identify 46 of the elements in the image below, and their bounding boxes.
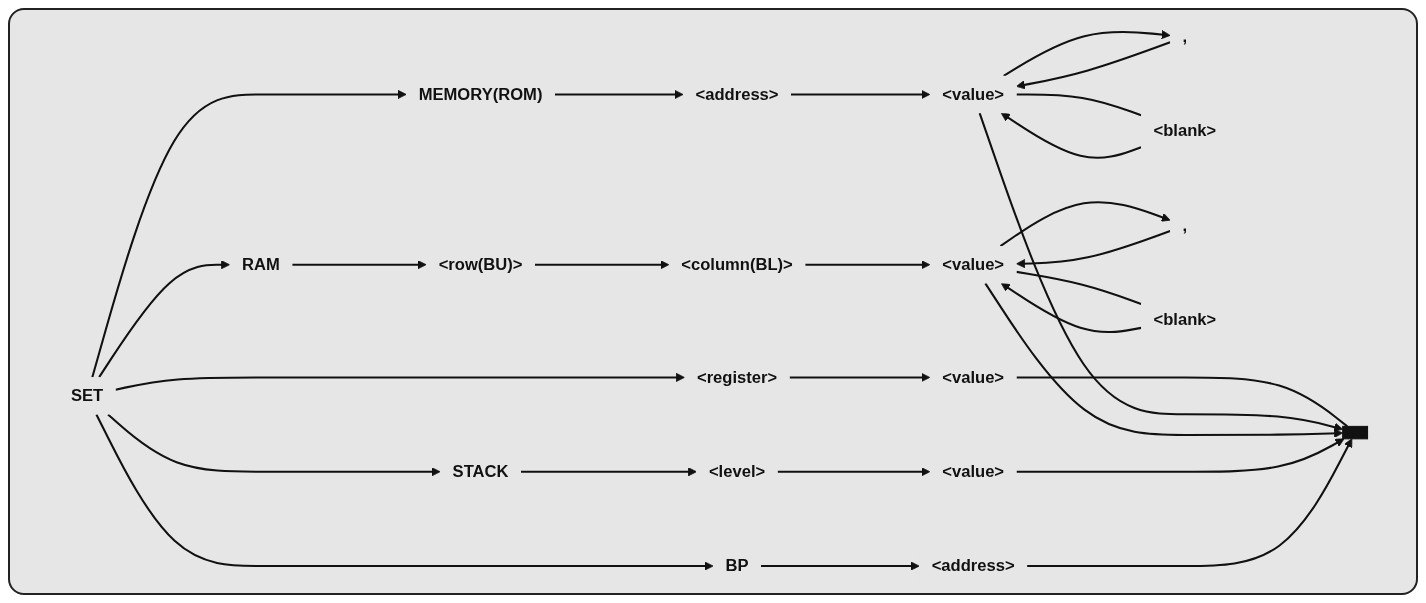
arrow — [1016, 41, 1171, 90]
node-text: , — [1182, 27, 1188, 46]
arrow — [791, 89, 931, 100]
node-text: <address> — [931, 556, 1015, 575]
arrow — [292, 260, 427, 270]
arrow — [95, 414, 714, 571]
node-text: <row(BU)> — [438, 255, 523, 273]
connector — [1016, 270, 1142, 305]
arrow — [534, 260, 670, 270]
node-text: MEMORY(ROM) — [418, 85, 543, 103]
node-text: STACK — [452, 462, 509, 481]
connector — [1016, 376, 1348, 428]
arrow — [984, 282, 1344, 438]
arrow — [98, 260, 230, 378]
node-text: <column(BL)> — [681, 255, 793, 273]
arrow — [1000, 112, 1142, 159]
arrow — [107, 413, 441, 477]
arrow — [91, 89, 407, 378]
arrow — [554, 89, 684, 100]
arrow — [1000, 282, 1142, 334]
node-text: <register> — [696, 368, 778, 386]
arrow — [1016, 438, 1345, 473]
arrow — [1016, 230, 1171, 269]
arrow — [520, 467, 697, 477]
node-text: <level> — [708, 462, 766, 481]
connector — [1016, 93, 1142, 117]
node-text: <value> — [942, 462, 1005, 481]
node-text: <value> — [942, 368, 1005, 386]
arrow — [1003, 30, 1171, 77]
node-text: <blank> — [1153, 310, 1217, 329]
node-text: <value> — [942, 85, 1005, 103]
arrow — [777, 467, 931, 477]
arrow — [761, 561, 920, 571]
node-text: RAM — [242, 255, 280, 273]
arrow — [999, 201, 1171, 247]
node-text: <value> — [942, 255, 1005, 273]
arrow — [789, 372, 931, 382]
node-text: BP — [725, 556, 749, 575]
node-text: <address> — [695, 85, 779, 103]
node-text: SET — [70, 386, 104, 405]
node-text: <blank> — [1153, 121, 1217, 140]
arrow — [805, 260, 931, 270]
arrow — [115, 372, 685, 391]
arrow — [1027, 438, 1353, 568]
node-text: , — [1182, 216, 1188, 234]
node-bar — [1342, 425, 1369, 440]
